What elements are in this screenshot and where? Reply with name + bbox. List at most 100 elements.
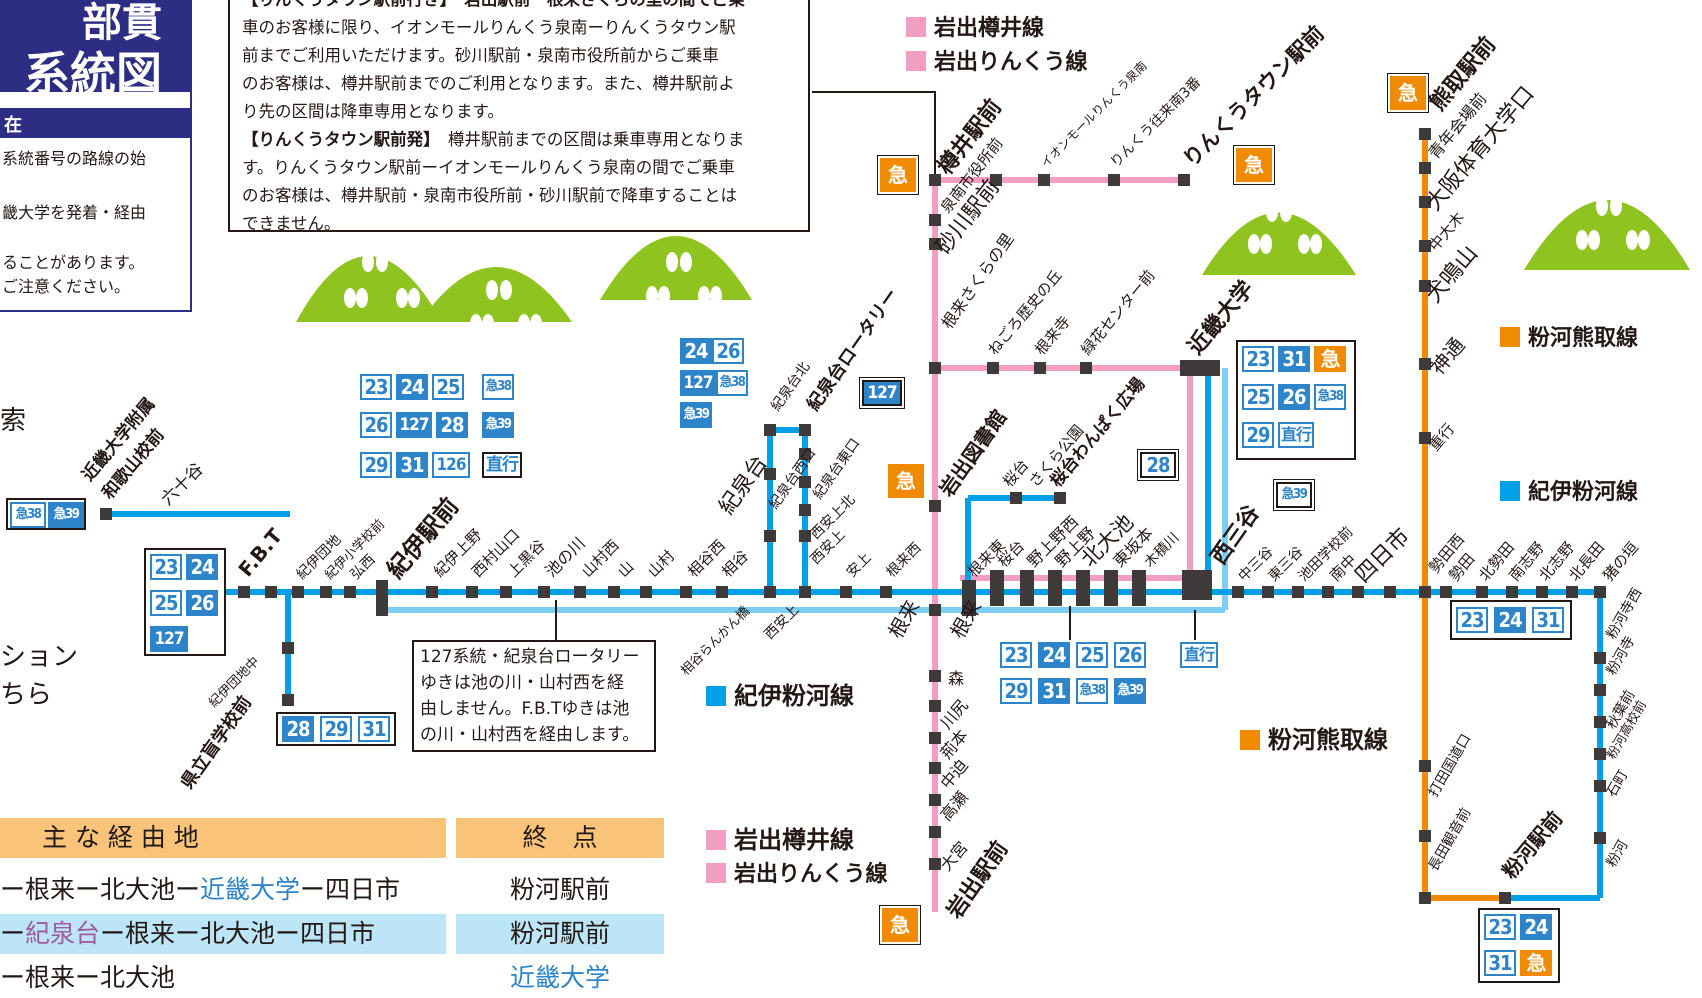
code-31: 31: [1038, 678, 1070, 704]
hill-5: [1524, 200, 1690, 270]
codes-kii-eki: 23 24 25 急38 26 127 28 急39 29 31 126 直行: [358, 372, 530, 486]
title-line1: 部貫: [82, 0, 162, 46]
label-rokujutani: 六十谷: [157, 459, 207, 509]
code-rotary-127: 127: [862, 380, 902, 406]
label-kisendai: 紀泉台: [714, 451, 772, 519]
label-negoroji: 根来寺: [1031, 313, 1074, 359]
code-25: 25: [432, 374, 464, 400]
express-marker-rinku: 急: [1234, 146, 1274, 184]
callout-line-2: ゆきは池の川・山村西を経: [420, 673, 624, 693]
code-23: 23: [1484, 914, 1516, 940]
codes-kokawa-eki: 23 24 31 急: [1478, 908, 1560, 983]
code-127: 127: [150, 626, 188, 652]
label-fbt: F.B.T: [233, 524, 287, 582]
code-kyu39: 急39: [1114, 678, 1146, 704]
code-29: 29: [1000, 678, 1032, 704]
code-kyu38: 急38: [10, 502, 46, 528]
label-aidani-rankan: 相谷らんかん橋: [678, 604, 753, 679]
codes-fbt: 23 24 25 26 127: [144, 548, 226, 656]
left-fragment-2: ション: [0, 642, 79, 672]
code-wakaura-28: 28: [1140, 452, 1176, 478]
express-marker-iwade: 急: [880, 906, 920, 944]
code-31: 31: [1532, 607, 1564, 633]
callout-line-1: 127系統・紀泉台ロータリー: [420, 647, 640, 667]
code-29: 29: [360, 452, 392, 478]
label-omiya: 大宮: [937, 838, 972, 875]
legend-kii-kokawa-2: 紀伊粉河線: [706, 676, 854, 711]
code-127: 127: [396, 412, 432, 438]
code-23: 23: [360, 374, 392, 400]
title-panel: 部貫 系統図 在 系統番号の路線の始 畿大学を発着・経由 ることがあります。 ご…: [0, 0, 192, 312]
code-kyu38: 急38: [1076, 678, 1108, 704]
callout-line-4: の川・山村西を経由します。: [420, 725, 640, 745]
label-ikenokawa: 池の川: [541, 533, 588, 580]
label-negoro-e: 根来: [946, 596, 987, 643]
code-kyu39: 急39: [680, 402, 712, 428]
table-row-2-via: ー紀泉台ー根来ー北大池ー四日市: [0, 914, 446, 954]
code-kyu38: 急38: [716, 370, 748, 396]
code-126: 126: [432, 452, 470, 478]
code-26: 26: [1114, 642, 1146, 668]
notice-line-1: 車のお客様に限り、イオンモールりんくう泉南ーりんくうタウン駅: [242, 18, 736, 37]
legend-iwade-tarui: 岩出樽井線: [906, 10, 1044, 42]
notice-line-5: 樽井駅前までの区間は乗車専用となりま: [431, 130, 745, 149]
notice-line-3: のお客様は、樽井駅前までのご利用となります。また、樽井駅前よ: [242, 74, 735, 93]
label-takase: 高瀬: [937, 788, 972, 825]
notice-heading-2: 【りんくうタウン駅前発】: [242, 130, 432, 149]
table-row-3-end: 近畿大学: [509, 963, 610, 992]
label-ishimachi: 石町: [1604, 768, 1632, 800]
code-28: 28: [282, 716, 314, 742]
legend-iwade-rinku: 岩出りんくう線: [906, 44, 1088, 76]
label-uchida: 打田国道口: [1425, 731, 1475, 800]
code-24: 24: [1038, 642, 1070, 668]
code-26: 26: [186, 590, 218, 616]
label-kawajiri: 川尻: [937, 696, 972, 733]
express-marker-tarui: 急: [878, 156, 918, 194]
code-kyu: 急: [1520, 950, 1552, 976]
code-25: 25: [1242, 384, 1274, 410]
code-kyu38: 急38: [1314, 384, 1346, 410]
codes-mogakko: 28 29 31: [276, 712, 396, 746]
express-marker-toshokan: 急: [886, 462, 926, 500]
table-row-2-end: 粉河駅前: [456, 914, 664, 954]
note-line-4: ご注意ください。: [2, 277, 131, 296]
code-24: 24: [186, 554, 218, 580]
notice-line-8: できません。: [242, 214, 341, 233]
label-mori: 森: [948, 669, 964, 688]
callout-line-3: 由しません。F.B.Tゆきは池: [420, 699, 630, 719]
legend-iwade-rinku-2: 岩出りんくう線: [706, 856, 888, 888]
codes-center-bottom: 23 24 25 26 29 31 急38 急39: [998, 640, 1162, 714]
hill-4: [1202, 212, 1356, 275]
code-26: 26: [1278, 384, 1310, 410]
label-arimoto: 荊本: [937, 726, 972, 763]
codes-kindai: 23 31 急 25 26 急38 29 直行: [1236, 340, 1356, 460]
label-kokawadera2: 粉河寺: [1604, 634, 1639, 678]
note-line-1: 系統番号の路線の始: [2, 149, 147, 168]
table-header-end: 終 点: [456, 818, 664, 858]
codes-left: 急38 急39: [6, 498, 86, 530]
code-31: 31: [1278, 346, 1310, 372]
teal-routes: [380, 368, 1228, 613]
table-row-3-via: ー根来ー北大池: [0, 963, 176, 992]
code-31: 31: [396, 452, 428, 478]
label-sakura-wanpaku: 桜台わんぱく広場: [1046, 374, 1150, 492]
code-kyu39: 急39: [48, 502, 84, 528]
label-nakasako: 中迫: [937, 756, 972, 793]
code-29: 29: [1242, 422, 1274, 448]
codes-yokkaichi: 23 24 31: [1450, 600, 1572, 640]
table-row-1-end: 粉河駅前: [509, 875, 610, 904]
code-23: 23: [1000, 642, 1032, 668]
label-iwade-toshokan: 岩出図書館: [934, 405, 1012, 502]
express-marker-kumatori: 急: [1388, 74, 1428, 112]
left-fragment-3: ちら: [0, 680, 53, 710]
code-25: 25: [1076, 642, 1108, 668]
code-chokko-bottom: 直行: [1180, 642, 1218, 668]
code-31: 31: [1484, 950, 1516, 976]
left-fragment-1: 索: [0, 406, 27, 436]
pink-routes: [932, 175, 1193, 912]
label-negoro-nishi: 根来西: [884, 540, 925, 581]
code-31: 31: [358, 716, 390, 742]
label-ryokka: 緑花センター前: [1077, 267, 1158, 359]
code-chokko: 直行: [482, 452, 522, 478]
label-yokkaichi: 四日市: [1351, 524, 1415, 588]
